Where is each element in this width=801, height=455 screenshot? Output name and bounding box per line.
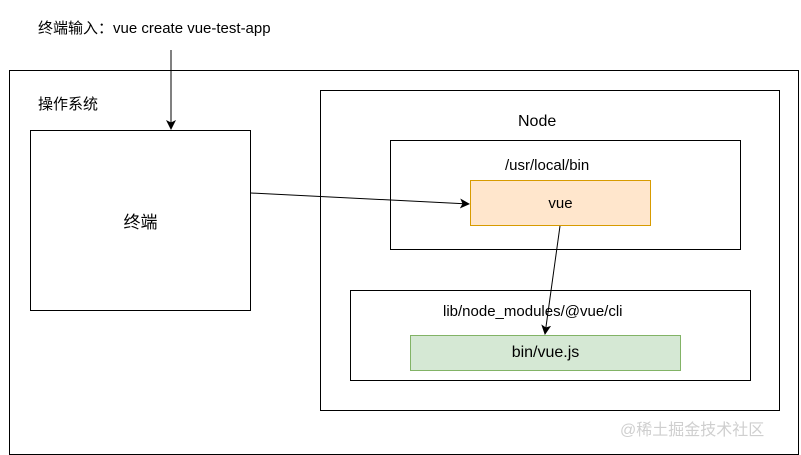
- bin-dir-label: /usr/local/bin: [505, 157, 590, 174]
- node-label: Node: [518, 113, 557, 130]
- watermark: @稀土掘金技术社区: [620, 422, 765, 439]
- terminal-label: 终端: [123, 213, 158, 232]
- vue-js-label: bin/vue.js: [511, 344, 580, 361]
- cli-label: lib/node_modules/@vue/cli: [443, 303, 623, 320]
- terminal-box: 终端: [30, 130, 251, 311]
- os-label: 操作系统: [38, 96, 99, 113]
- vue-js-node: bin/vue.js: [410, 335, 681, 371]
- command-caption: 终端输入：vue create vue-test-app: [38, 20, 271, 37]
- vue-bin-label: vue: [548, 194, 573, 212]
- vue-bin-node: vue: [470, 180, 651, 226]
